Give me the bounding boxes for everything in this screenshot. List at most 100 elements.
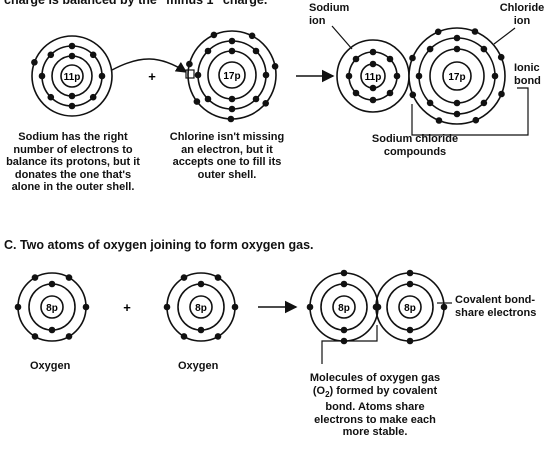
electron [340, 269, 348, 277]
oxygen-2-label: Oxygen [178, 360, 219, 372]
electron [228, 47, 236, 55]
electron [248, 32, 256, 40]
electron [306, 303, 314, 311]
product-sodium-nucleus-label: 11p [365, 72, 382, 83]
electron [426, 45, 434, 53]
electron [498, 90, 505, 98]
chloride-ion-label: Chloride ion [499, 2, 545, 27]
electron [409, 91, 417, 99]
electron [352, 55, 360, 63]
electron [31, 274, 39, 281]
electron [31, 59, 38, 66]
electron [426, 99, 434, 107]
electron [369, 48, 377, 56]
o2-left-nucleus-label: 8p [338, 303, 350, 314]
electron [369, 96, 377, 104]
electron [497, 53, 505, 61]
electron-vacancy-box [185, 69, 195, 79]
top-heading-fragment: charge is balanced by the "minus 1" char… [4, 0, 268, 7]
electron [453, 99, 461, 107]
molecule-caption: Molecules of oxygen gas (O2) formed by c… [309, 372, 441, 439]
electron [68, 92, 76, 100]
electron [262, 71, 270, 79]
plus-sign-b: + [148, 69, 156, 84]
electron [406, 280, 414, 288]
electron [68, 102, 76, 110]
molecule-caption-post: ) formed by covalent bond. Atoms share e… [314, 384, 438, 439]
sodium-ion-pointer [331, 25, 353, 50]
electron [386, 55, 394, 63]
electron [491, 72, 499, 80]
electron [89, 51, 97, 59]
electron [214, 333, 222, 340]
electron [210, 31, 218, 39]
electron [352, 89, 360, 97]
electron [480, 99, 488, 107]
electron [14, 303, 22, 311]
chlorine-nucleus-label: 17p [223, 71, 240, 82]
sodium-caption: Sodium has the right number of electrons… [6, 131, 140, 193]
electron [252, 95, 260, 103]
electron [194, 71, 202, 79]
electron [89, 93, 97, 101]
section-c-heading: C. Two atoms of oxygen joining to form o… [4, 238, 314, 252]
oxygen-1-electrons [14, 274, 90, 340]
oxygen-2-electrons [163, 274, 239, 340]
electron [204, 95, 212, 103]
molecule-caption-pointer [321, 325, 378, 364]
electron [406, 337, 414, 345]
electron [214, 274, 222, 281]
molecule-caption-sub: 2 [325, 389, 330, 399]
electron [480, 45, 488, 53]
electron [82, 303, 90, 311]
electron [406, 269, 414, 277]
electron [472, 116, 480, 124]
electron [197, 326, 205, 334]
electron-transfer-arrow [111, 58, 188, 73]
electron [48, 280, 56, 288]
ionic-bond-label: Ionic bond [514, 62, 541, 87]
electron [271, 63, 279, 70]
electron [228, 37, 236, 45]
electron [386, 89, 394, 97]
electron [180, 333, 188, 340]
electron [409, 54, 416, 62]
electron [453, 34, 461, 42]
electron [453, 45, 461, 53]
electron [228, 95, 236, 103]
oxygen-1-label: Oxygen [30, 360, 71, 372]
electron [471, 28, 479, 35]
electron [68, 42, 76, 50]
sodium-electrons [31, 42, 106, 110]
chloride-ion-pointer [493, 27, 516, 45]
electron [340, 280, 348, 288]
electron [204, 47, 212, 55]
electron [227, 115, 235, 123]
chlorine-electrons [186, 31, 279, 123]
electron [193, 98, 201, 105]
electron [197, 280, 205, 288]
electron [47, 51, 55, 59]
electron [68, 52, 76, 60]
electron [47, 93, 55, 101]
plus-sign-c: + [123, 300, 131, 315]
chloride-ion [408, 27, 506, 125]
electron [38, 72, 46, 80]
electron [345, 72, 353, 80]
electron [434, 28, 442, 36]
electron [228, 105, 236, 113]
oxygen-1-nucleus-label: 8p [46, 303, 58, 314]
electron [369, 60, 377, 68]
electron [262, 100, 270, 107]
electron [65, 333, 73, 340]
sodium-ion-label: Sodium ion [309, 2, 350, 27]
o2-right-nucleus-label: 8p [404, 303, 416, 314]
electron [252, 47, 260, 55]
electron [435, 117, 443, 124]
electron [180, 274, 188, 281]
shared-electron [373, 303, 381, 311]
electron [453, 110, 461, 118]
electron [369, 84, 377, 92]
electron [31, 333, 39, 340]
